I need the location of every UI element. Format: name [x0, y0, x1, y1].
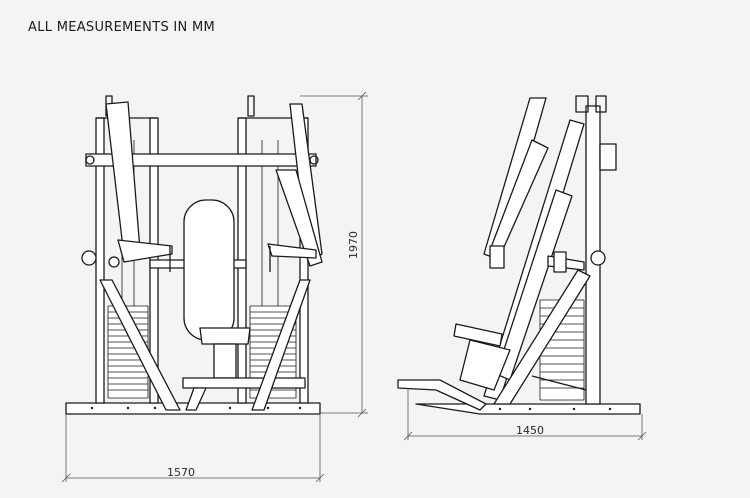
- back-pad: [183, 199, 235, 341]
- side-view: [397, 95, 641, 415]
- dimension-lines: [61, 91, 647, 483]
- seat-pad: [199, 327, 251, 345]
- side-base-plate: [415, 403, 641, 415]
- left-press-arm: [105, 101, 141, 257]
- side-seat: [453, 323, 503, 347]
- front-width-label: 1570: [167, 466, 195, 479]
- side-depth-label: 1450: [516, 424, 544, 437]
- page-title: ALL MEASUREMENTS IN MM: [28, 20, 216, 35]
- height-label: 1970: [347, 231, 360, 259]
- side-foot-lever: [397, 379, 487, 411]
- front-view: [65, 95, 323, 415]
